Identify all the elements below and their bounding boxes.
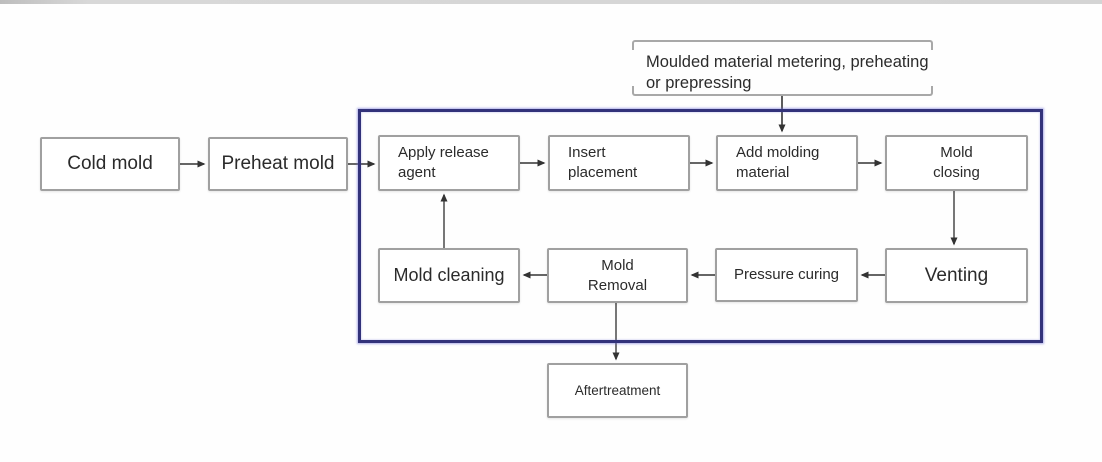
node-preheat-mold: Preheat mold [208, 137, 348, 191]
bracket-note: Moulded material metering, preheating or… [632, 40, 933, 96]
node-pressure-curing-label: Pressure curing [733, 266, 840, 284]
node-mold-cleaning: Mold cleaning [378, 248, 520, 303]
bracket-note-label: Moulded material metering, preheating or… [646, 53, 929, 93]
node-insert-placement-label: Insert placement [568, 144, 638, 181]
node-insert-placement: Insert placement [548, 135, 690, 191]
node-mold-closing-label: Mold closing [933, 144, 980, 181]
node-aftertreatment: Aftertreatment [547, 363, 688, 418]
bracket-top-line [632, 40, 933, 50]
node-mold-cleaning-label: Mold cleaning [393, 264, 505, 285]
node-cold-mold-label: Cold mold [67, 153, 153, 175]
node-apply-release-agent-label: Apply release agent [398, 144, 489, 181]
bracket-bottom-line [632, 86, 933, 96]
node-preheat-mold-label: Preheat mold [221, 153, 335, 175]
node-aftertreatment-label: Aftertreatment [574, 382, 661, 398]
node-add-molding-material-label: Add molding material [736, 144, 820, 181]
node-mold-removal: Mold Removal [547, 248, 688, 303]
node-cold-mold: Cold mold [40, 137, 180, 191]
top-edge-strip [0, 0, 1102, 4]
node-mold-closing: Mold closing [885, 135, 1028, 191]
node-venting-label: Venting [924, 264, 989, 286]
node-pressure-curing: Pressure curing [715, 248, 858, 302]
node-add-molding-material: Add molding material [716, 135, 858, 191]
node-apply-release-agent: Apply release agent [378, 135, 520, 191]
node-mold-removal-label: Mold Removal [587, 256, 648, 294]
in-mold-process-container [358, 109, 1043, 343]
node-venting: Venting [885, 248, 1028, 303]
